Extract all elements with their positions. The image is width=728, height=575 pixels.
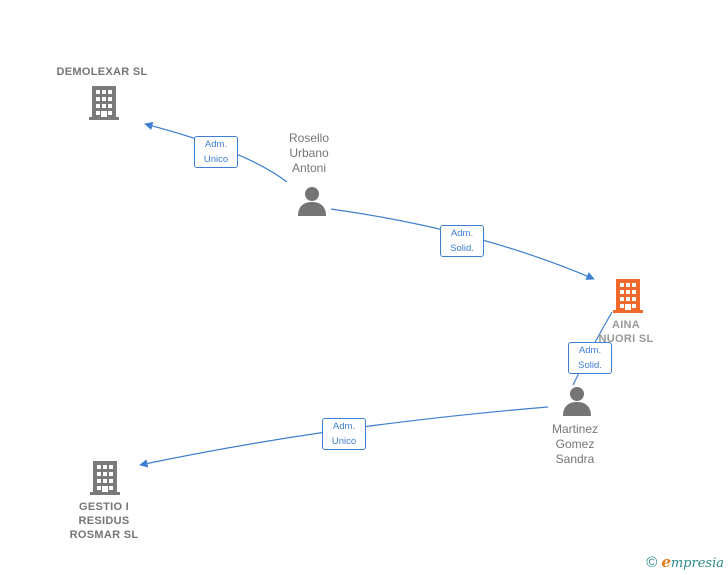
edge-label-line1: Adm. <box>204 139 228 150</box>
edge-label-line1: Adm. <box>332 421 356 432</box>
company-label-demolexar[interactable]: DEMOLEXAR SL <box>56 66 148 78</box>
edge-label-rosello-aina: Adm. Solid. <box>440 225 484 257</box>
empresia-logo[interactable]: empresia <box>661 553 724 571</box>
edge-label-line2: Unico <box>203 154 229 165</box>
company-label-aina[interactable]: AINA NUORI SL <box>598 319 654 345</box>
edge-label-line2: Solid. <box>578 360 602 371</box>
edge-label-line1: Adm. <box>450 228 474 239</box>
empresia-watermark: © empresia <box>646 553 724 571</box>
person-label-martinez[interactable]: Martinez Gomez Sandra <box>551 422 599 466</box>
edge-label-martinez-aina: Adm. Solid. <box>568 342 612 374</box>
edge-label-rosello-demolexar: Adm. Unico <box>194 136 238 168</box>
logo-initial: e <box>661 553 671 571</box>
logo-rest: mpresia <box>670 556 724 571</box>
edge-label-line2: Unico <box>331 436 357 447</box>
person-icon[interactable] <box>298 187 326 216</box>
person-label-rosello[interactable]: Rosello Urbano Antoni <box>288 131 330 175</box>
edge-label-line1: Adm. <box>578 345 602 356</box>
edge-label-martinez-gestio: Adm. Unico <box>322 418 366 450</box>
building-icon[interactable] <box>90 461 120 495</box>
copyright-icon: © <box>646 553 658 571</box>
edge-label-line2: Solid. <box>450 243 474 254</box>
person-icon[interactable] <box>563 387 591 416</box>
building-icon[interactable] <box>89 86 119 120</box>
company-label-gestio[interactable]: GESTIO I RESIDUS ROSMAR SL <box>69 501 139 541</box>
building-icon[interactable] <box>613 279 643 313</box>
